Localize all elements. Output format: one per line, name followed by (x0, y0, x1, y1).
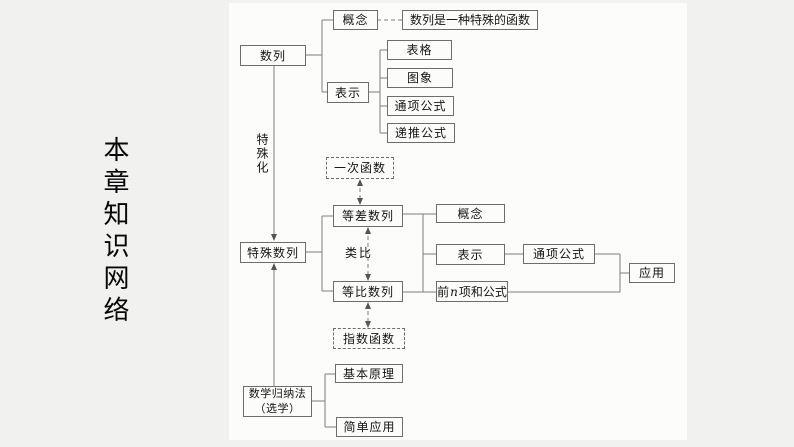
node-special-sequences-label: 特殊数列 (246, 245, 299, 260)
node-basic-principle-label: 基本原理 (342, 366, 395, 381)
node-sequence-definition: 数列是一种特殊的函数 (402, 10, 538, 30)
node-simple-application-label: 简单应用 (343, 420, 396, 434)
node-geometric-sequence: 等比数列 (333, 281, 403, 302)
node-mathematical-induction-line1: 数学归纳法 (248, 387, 307, 401)
node-sequence: 数列 (240, 45, 306, 66)
node-sequence-definition-label: 数列是一种特殊的函数 (409, 13, 530, 27)
node-general-formula-2: 通项公式 (523, 244, 595, 264)
node-exponential-function-label: 指数函数 (342, 331, 395, 346)
node-sequence-label: 数列 (259, 48, 286, 63)
node-graph-label: 图象 (406, 71, 433, 85)
node-linear-function: 一次函数 (326, 157, 394, 179)
node-special-sequences: 特殊数列 (240, 242, 306, 263)
dashed-connectors (359, 19, 402, 326)
node-representation-1-label: 表示 (334, 85, 361, 100)
solid-connectors (273, 19, 629, 428)
chapter-title: 本章知识网络 (99, 136, 129, 328)
node-sum-formula-var: n (450, 284, 458, 299)
node-concept-2: 概念 (436, 204, 505, 223)
node-linear-function-label: 一次函数 (333, 161, 386, 175)
node-general-formula-1-label: 通项公式 (394, 99, 447, 113)
node-mathematical-induction: 数学归纳法 （选学） (243, 386, 312, 417)
node-basic-principle: 基本原理 (335, 364, 403, 383)
label-specialization: 特殊化 (255, 133, 269, 175)
node-table: 表格 (387, 40, 452, 60)
node-graph: 图象 (387, 68, 453, 88)
node-recursive-formula: 递推公式 (387, 123, 455, 143)
node-representation-2: 表示 (436, 244, 505, 265)
node-application: 应用 (629, 263, 675, 283)
node-concept-1-label: 概念 (342, 13, 369, 27)
node-recursive-formula-label: 递推公式 (394, 126, 447, 140)
node-sum-formula-post: 项和公式 (458, 284, 507, 299)
node-representation-1: 表示 (327, 82, 369, 103)
node-mathematical-induction-line2: （选学） (254, 401, 301, 415)
node-representation-2-label: 表示 (457, 247, 484, 262)
node-general-formula-1: 通项公式 (387, 96, 454, 116)
node-simple-application: 简单应用 (336, 417, 403, 437)
node-geometric-sequence-label: 等比数列 (341, 284, 394, 299)
node-general-formula-2-label: 通项公式 (532, 247, 585, 261)
node-application-label: 应用 (638, 266, 665, 280)
node-concept-2-label: 概念 (457, 206, 484, 221)
node-arithmetic-sequence: 等差数列 (333, 205, 403, 227)
label-analogy: 类比 (345, 246, 374, 260)
node-arithmetic-sequence-label: 等差数列 (341, 209, 394, 223)
node-concept-1: 概念 (333, 10, 378, 30)
node-sum-formula-pre: 前 (437, 284, 450, 299)
node-exponential-function: 指数函数 (333, 328, 405, 349)
node-table-label: 表格 (406, 43, 433, 57)
